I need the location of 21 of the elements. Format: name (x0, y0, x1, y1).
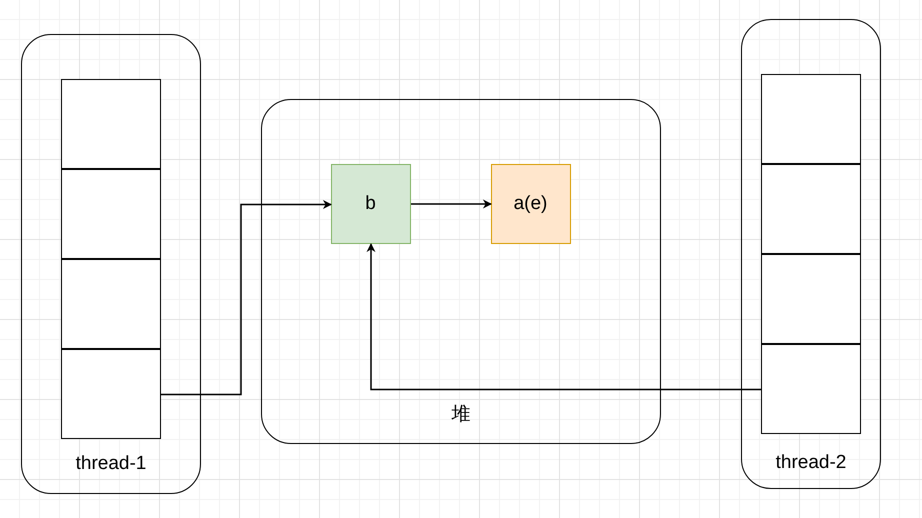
rounded-container (261, 99, 661, 444)
arrow (161, 200, 332, 396)
object-box (490, 164, 570, 244)
stack-frame-box (60, 78, 160, 168)
arrow (411, 200, 492, 208)
arrow (366, 243, 761, 390)
node-label: thread-1 (76, 453, 146, 475)
rounded-container (741, 19, 881, 489)
stack-frame-box (60, 348, 160, 438)
node-label: a(e) (514, 192, 548, 214)
rounded-container (21, 34, 201, 494)
node-label: thread-2 (776, 452, 846, 474)
node-label: b (365, 192, 376, 214)
stack-frame-box (760, 344, 860, 434)
node-label: 堆 (452, 403, 470, 427)
stack-frame-box (760, 74, 860, 164)
stack-frame-box (60, 168, 160, 258)
stack-frame-box (760, 164, 860, 254)
stack-frame-box (60, 258, 160, 348)
object-box (330, 164, 410, 244)
stack-frame-box (760, 254, 860, 344)
